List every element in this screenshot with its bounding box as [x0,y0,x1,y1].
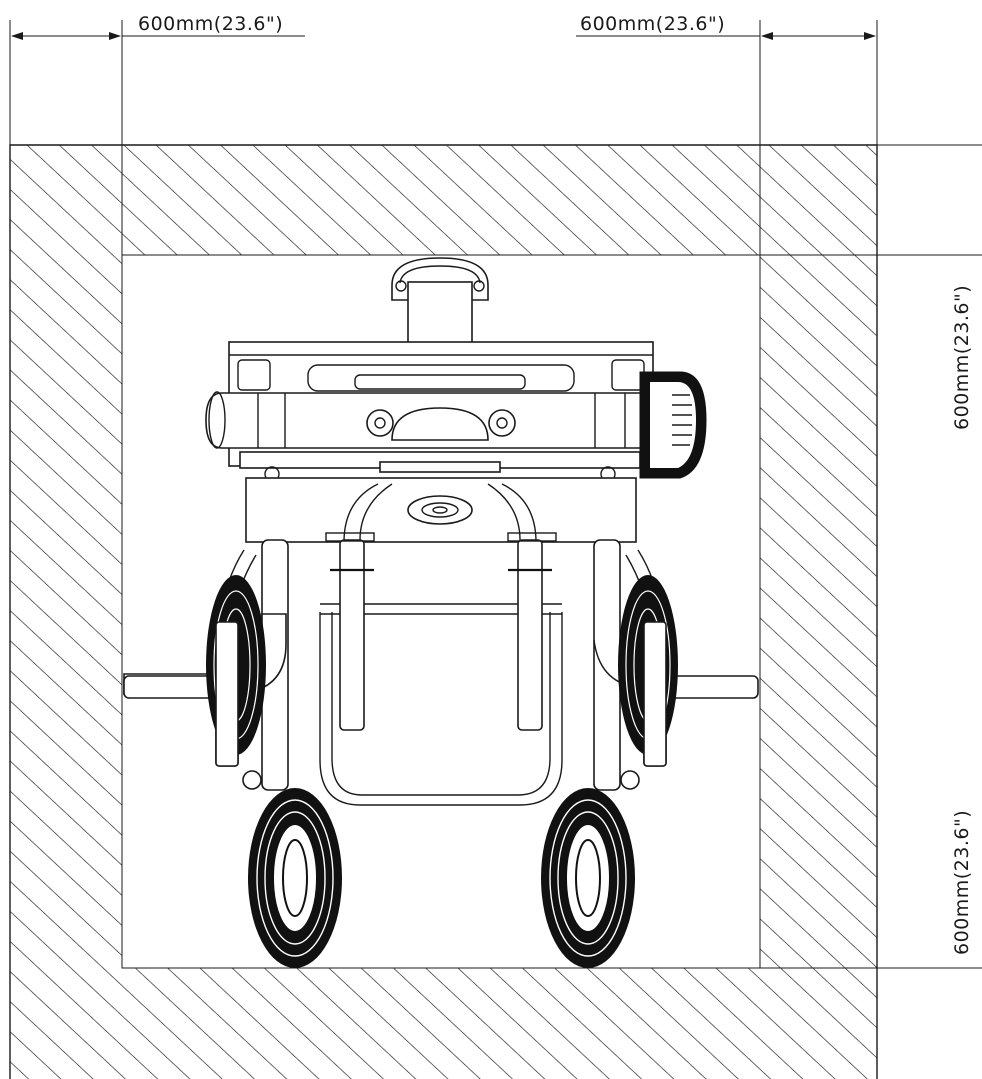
dimension-top-left: 600mm(23.6") [9,13,305,690]
dimension-right-upper: 600mm(23.6") [480,144,982,430]
left-pulley [206,575,266,767]
seat-frame [319,532,563,806]
right-wheel [541,770,640,968]
machine-top-view [123,257,759,968]
dimension-label-right-lower: 600mm(23.6") [951,810,973,955]
clearance-zone-hatch [10,145,877,1079]
dimension-label-top-right: 600mm(23.6") [580,13,725,35]
body-panel [245,477,637,543]
headrest [391,257,489,470]
dimension-label-top-left: 600mm(23.6") [138,13,283,35]
dimension-right-lower: 600mm(23.6") [595,810,982,969]
control-handle [639,371,707,479]
dimension-top-right: 600mm(23.6") [576,13,878,690]
main-frame [205,341,665,482]
right-pulley [618,575,678,767]
dimension-label-right-upper: 600mm(23.6") [951,285,973,430]
clearance-zone-outline [9,144,878,1079]
left-wheel [242,770,342,968]
